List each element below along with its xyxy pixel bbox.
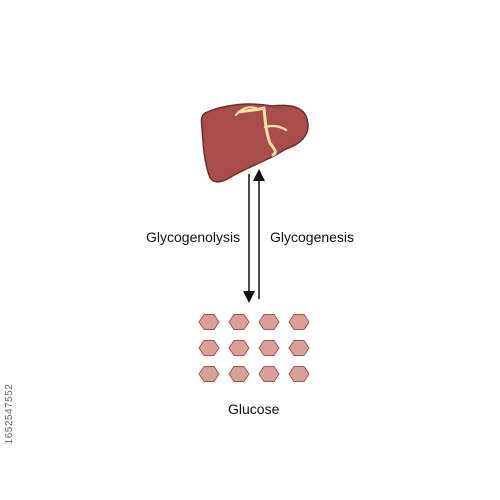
glycogenesis-label: Glycogenesis xyxy=(270,229,355,245)
liver-icon xyxy=(200,103,309,183)
glucose-grid xyxy=(198,314,310,382)
glucose-label: Glucose xyxy=(228,401,280,417)
liver-vessel-ligament xyxy=(235,106,257,116)
process-arrows xyxy=(243,169,265,303)
glucose-hexagon-icon xyxy=(258,314,280,330)
glucose-hexagon-icon xyxy=(258,366,280,382)
glucose-hexagon-icon xyxy=(258,340,280,356)
glucose-hexagon-icon xyxy=(228,340,250,356)
liver-vessel-branch xyxy=(263,124,288,132)
glycogenolysis-label: Glycogenolysis xyxy=(146,229,241,245)
glucose-hexagon-icon xyxy=(198,366,220,382)
glucose-hexagon-icon xyxy=(288,340,310,356)
glucose-hexagon-icon xyxy=(198,314,220,330)
glucose-hexagon-icon xyxy=(288,366,310,382)
liver-body xyxy=(200,103,309,183)
glucose-hexagon-icon xyxy=(228,314,250,330)
glucose-hexagon-icon xyxy=(288,314,310,330)
glucose-hexagon-icon xyxy=(198,340,220,356)
glucose-hexagon-icon xyxy=(228,366,250,382)
side-identifier-text: 1652547552 xyxy=(4,383,15,445)
